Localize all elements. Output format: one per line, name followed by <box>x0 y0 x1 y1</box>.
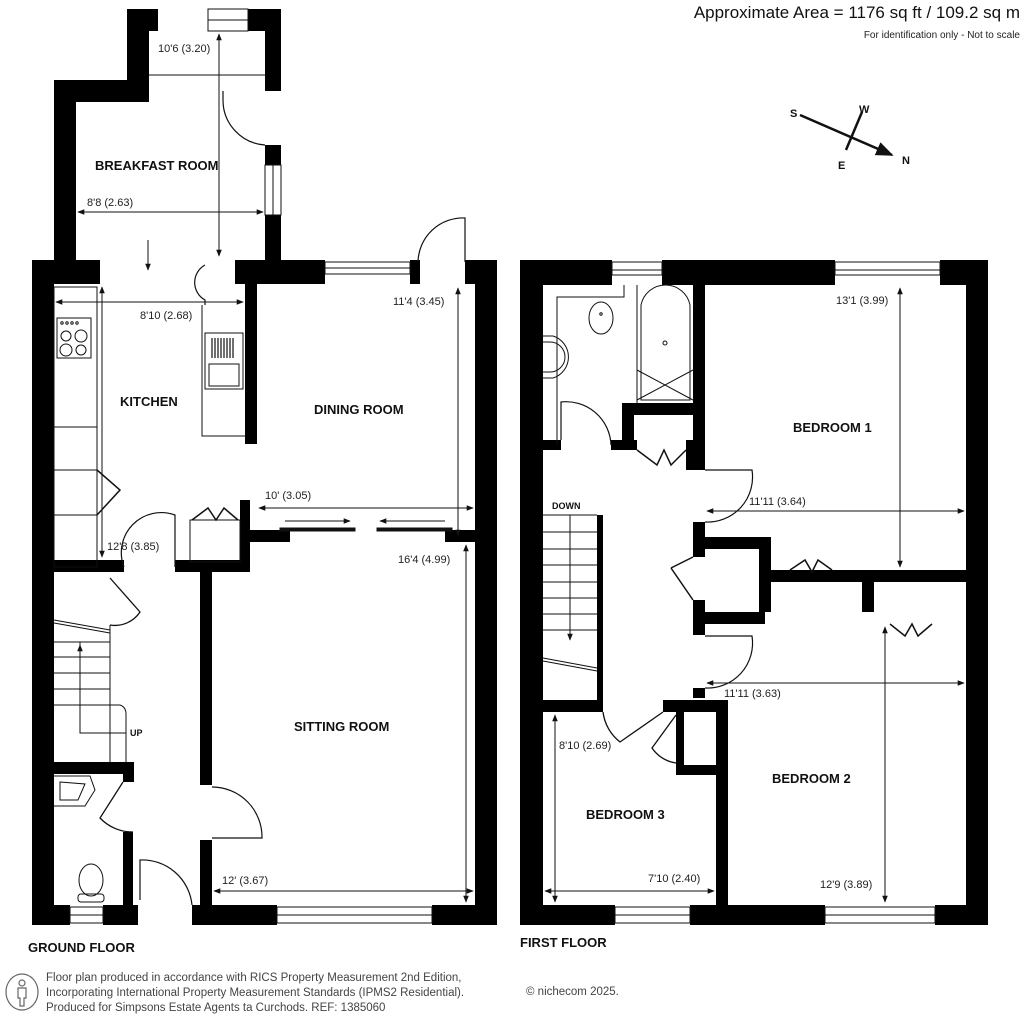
sitting-room-door <box>211 786 263 839</box>
dining-room-door <box>417 217 466 263</box>
first-dimension-lines <box>544 287 965 903</box>
footer-line-1: Floor plan produced in accordance with R… <box>46 972 462 984</box>
first-floor-windows <box>611 261 941 924</box>
ground-floor-walls <box>32 260 497 925</box>
bathroom-fixtures <box>543 284 694 445</box>
breakfast-door <box>222 91 266 146</box>
dining-room-label: DINING ROOM <box>314 402 404 417</box>
bedroom-3-door <box>602 711 664 743</box>
approximate-area: Approximate Area = 1176 sq ft / 109.2 sq… <box>693 3 1020 22</box>
sitting-room-length: 16'4 (4.99) <box>398 554 450 566</box>
compass-north: N <box>902 155 910 167</box>
breakfast-room-width: 8'8 (2.63) <box>87 197 133 209</box>
compass-west: W <box>859 104 870 116</box>
front-door <box>139 859 193 906</box>
area-header: Approximate Area = 1176 sq ft / 109.2 sq… <box>694 2 1020 41</box>
footer-line-2: Incorporating International Property Mea… <box>46 987 465 999</box>
stairs-up <box>53 619 127 762</box>
hall-kitchen-door <box>120 512 176 568</box>
breakfast-room-walls <box>54 9 281 270</box>
breakfast-room-label: BREAKFAST ROOM <box>95 158 219 173</box>
ground-floor-windows <box>69 261 433 924</box>
ground-floor-plan: BREAKFAST ROOM 10'6 (3.20) 8'8 (2.63) KI… <box>28 8 497 955</box>
breakfast-room-window <box>207 8 282 216</box>
breakfast-room-length: 10'6 (3.20) <box>158 43 210 55</box>
first-floor-walls <box>520 260 988 925</box>
kitchen-label: KITCHEN <box>120 394 178 409</box>
compass-south: S <box>790 108 797 120</box>
dining-room-width: 10' (3.05) <box>265 490 311 502</box>
not-to-scale-note: For identification only - Not to scale <box>863 30 1020 41</box>
bedroom-2-door <box>704 635 754 689</box>
ground-dimension-lines <box>55 33 474 903</box>
dining-room-length: 11'4 (3.45) <box>393 296 444 308</box>
person-in-circle-icon <box>5 973 39 1011</box>
footer-line-3: Produced for Simpsons Estate Agents ta C… <box>46 1002 386 1014</box>
bedroom-2-label: BEDROOM 2 <box>772 771 851 786</box>
sitting-room-label: SITTING ROOM <box>294 719 389 734</box>
copyright: © nichecom 2025. <box>526 986 619 998</box>
hob-icon <box>56 317 92 359</box>
bedroom-1-label: BEDROOM 1 <box>793 420 872 435</box>
compass-east: E <box>838 160 845 172</box>
first-floor-plan: BEDROOM 1 13'1 (3.99) 11'11 (3.64) BEDRO… <box>520 260 988 950</box>
bedroom-1-door <box>704 469 754 523</box>
stairs-down <box>542 514 598 672</box>
bedroom-3-length: 8'10 (2.69) <box>559 740 611 752</box>
bathroom-door <box>560 401 612 446</box>
bedroom-2-width: 11'11 (3.63) <box>724 688 781 700</box>
footer-disclaimer: Floor plan produced in accordance with R… <box>46 971 464 1016</box>
stairs-up-label: UP <box>130 728 143 738</box>
bedroom-2-length: 12'9 (3.89) <box>820 879 872 891</box>
stairs-down-label: DOWN <box>552 501 581 511</box>
bedroom-3-label: BEDROOM 3 <box>586 807 665 822</box>
kitchen-length: 12'8 (3.85) <box>107 541 159 553</box>
kitchen-door <box>194 264 206 305</box>
wc-door <box>99 781 134 833</box>
bedroom-3-width: 7'10 (2.40) <box>648 873 700 885</box>
ground-floor-label: GROUND FLOOR <box>28 940 135 955</box>
sitting-room-width: 12' (3.67) <box>222 875 268 887</box>
compass-icon: S W E N <box>790 104 910 172</box>
bedroom-1-length: 13'1 (3.99) <box>836 295 888 307</box>
floor-plan: S W E N <box>28 8 988 955</box>
first-floor-label: FIRST FLOOR <box>520 935 607 950</box>
footer: Floor plan produced in accordance with R… <box>0 968 620 1020</box>
kitchen-width: 8'10 (2.68) <box>140 310 192 322</box>
wc-fixtures <box>54 775 105 903</box>
bedroom-1-width: 11'11 (3.64) <box>749 496 806 508</box>
sink-icon <box>204 332 244 390</box>
sliding-doors <box>279 518 453 532</box>
kitchen-units <box>53 286 245 568</box>
